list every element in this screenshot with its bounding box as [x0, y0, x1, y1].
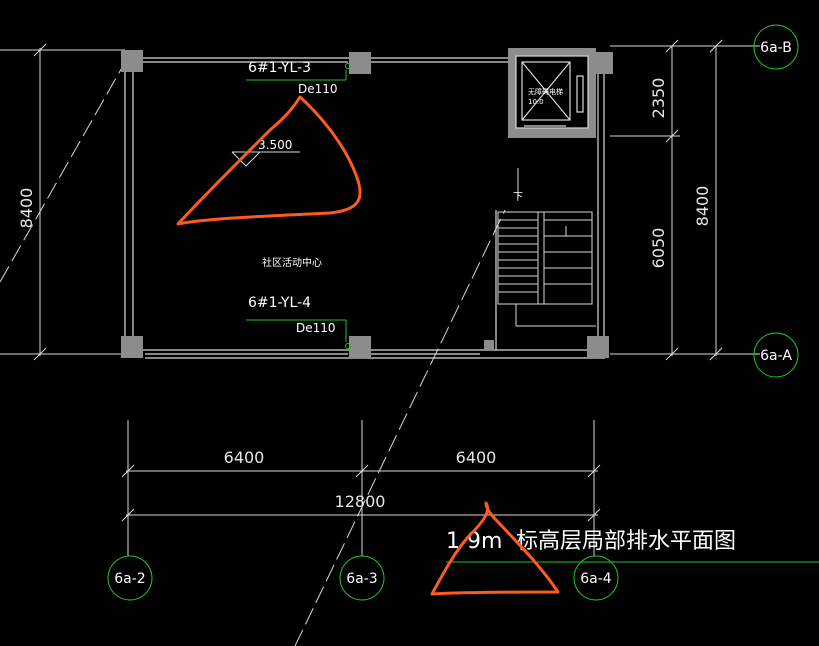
right-dimensions — [610, 39, 760, 361]
bottom-total-dimension: 12800 — [335, 492, 386, 511]
axis-bubble-6a-a: 6a-A — [753, 332, 799, 378]
pipe-size-yl-4: De110 — [296, 321, 336, 335]
axis-label-6a-b: 6a-B — [760, 40, 792, 56]
right-total-dimension: 8400 — [693, 186, 712, 227]
column — [121, 336, 143, 358]
bottom-right-dimension: 6400 — [456, 448, 497, 467]
column — [591, 52, 613, 74]
markup-stroke-lower — [430, 501, 560, 596]
axis-bubble-6a-b: 6a-B — [753, 24, 799, 70]
right-bottom-dimension: 6050 — [649, 228, 668, 269]
elevator-label-line2: 10.0 — [528, 98, 544, 106]
axis-label-6a-3: 6a-3 — [346, 571, 377, 587]
diagonal-line-lower — [294, 209, 506, 646]
stairwell — [497, 168, 596, 327]
axis-bubble-6a-4: 6a-4 — [573, 555, 619, 601]
drawing-title: 标高层局部排水平面图 — [516, 529, 736, 554]
elevator-label-line1: 无障碍电梯 — [528, 87, 563, 96]
pipe-leader-yl-3 — [246, 63, 351, 81]
axis-label-6a-4: 6a-4 — [580, 571, 612, 587]
column — [121, 50, 143, 72]
structural-columns — [121, 50, 613, 358]
elevator-shaft — [508, 48, 596, 138]
diagonal-construction-lines — [0, 49, 506, 646]
column — [349, 336, 371, 358]
bottom-dimensions — [121, 420, 601, 556]
left-total-dimension: 8400 — [17, 188, 36, 229]
room-name: 社区活动中心 — [262, 256, 322, 269]
drawing-title-prefix: 1 9m — [446, 529, 502, 554]
pipe-leader-yl-4 — [246, 319, 351, 349]
column — [349, 52, 371, 74]
elevation-mark — [231, 151, 300, 167]
building-walls — [124, 57, 605, 359]
pipe-size-yl-3: De110 — [298, 82, 338, 96]
left-dimension — [0, 43, 125, 361]
pipe-id-yl-3: 6#1-YL-3 — [248, 60, 311, 76]
pipe-id-yl-4: 6#1-YL-4 — [248, 295, 311, 311]
column — [484, 340, 494, 350]
axis-bubble-6a-2: 6a-2 — [107, 555, 153, 601]
column — [587, 336, 609, 358]
axis-bubble-6a-3: 6a-3 — [339, 555, 385, 601]
right-top-dimension: 2350 — [649, 78, 668, 119]
markup-stroke-upper — [176, 95, 362, 226]
axis-label-6a-a: 6a-A — [760, 348, 792, 364]
axis-label-6a-2: 6a-2 — [114, 571, 145, 587]
bottom-left-dimension: 6400 — [224, 448, 265, 467]
stair-direction-label: 下 — [513, 192, 523, 203]
diagonal-line-upper — [0, 49, 133, 283]
elevation-value: 3.500 — [258, 138, 292, 152]
